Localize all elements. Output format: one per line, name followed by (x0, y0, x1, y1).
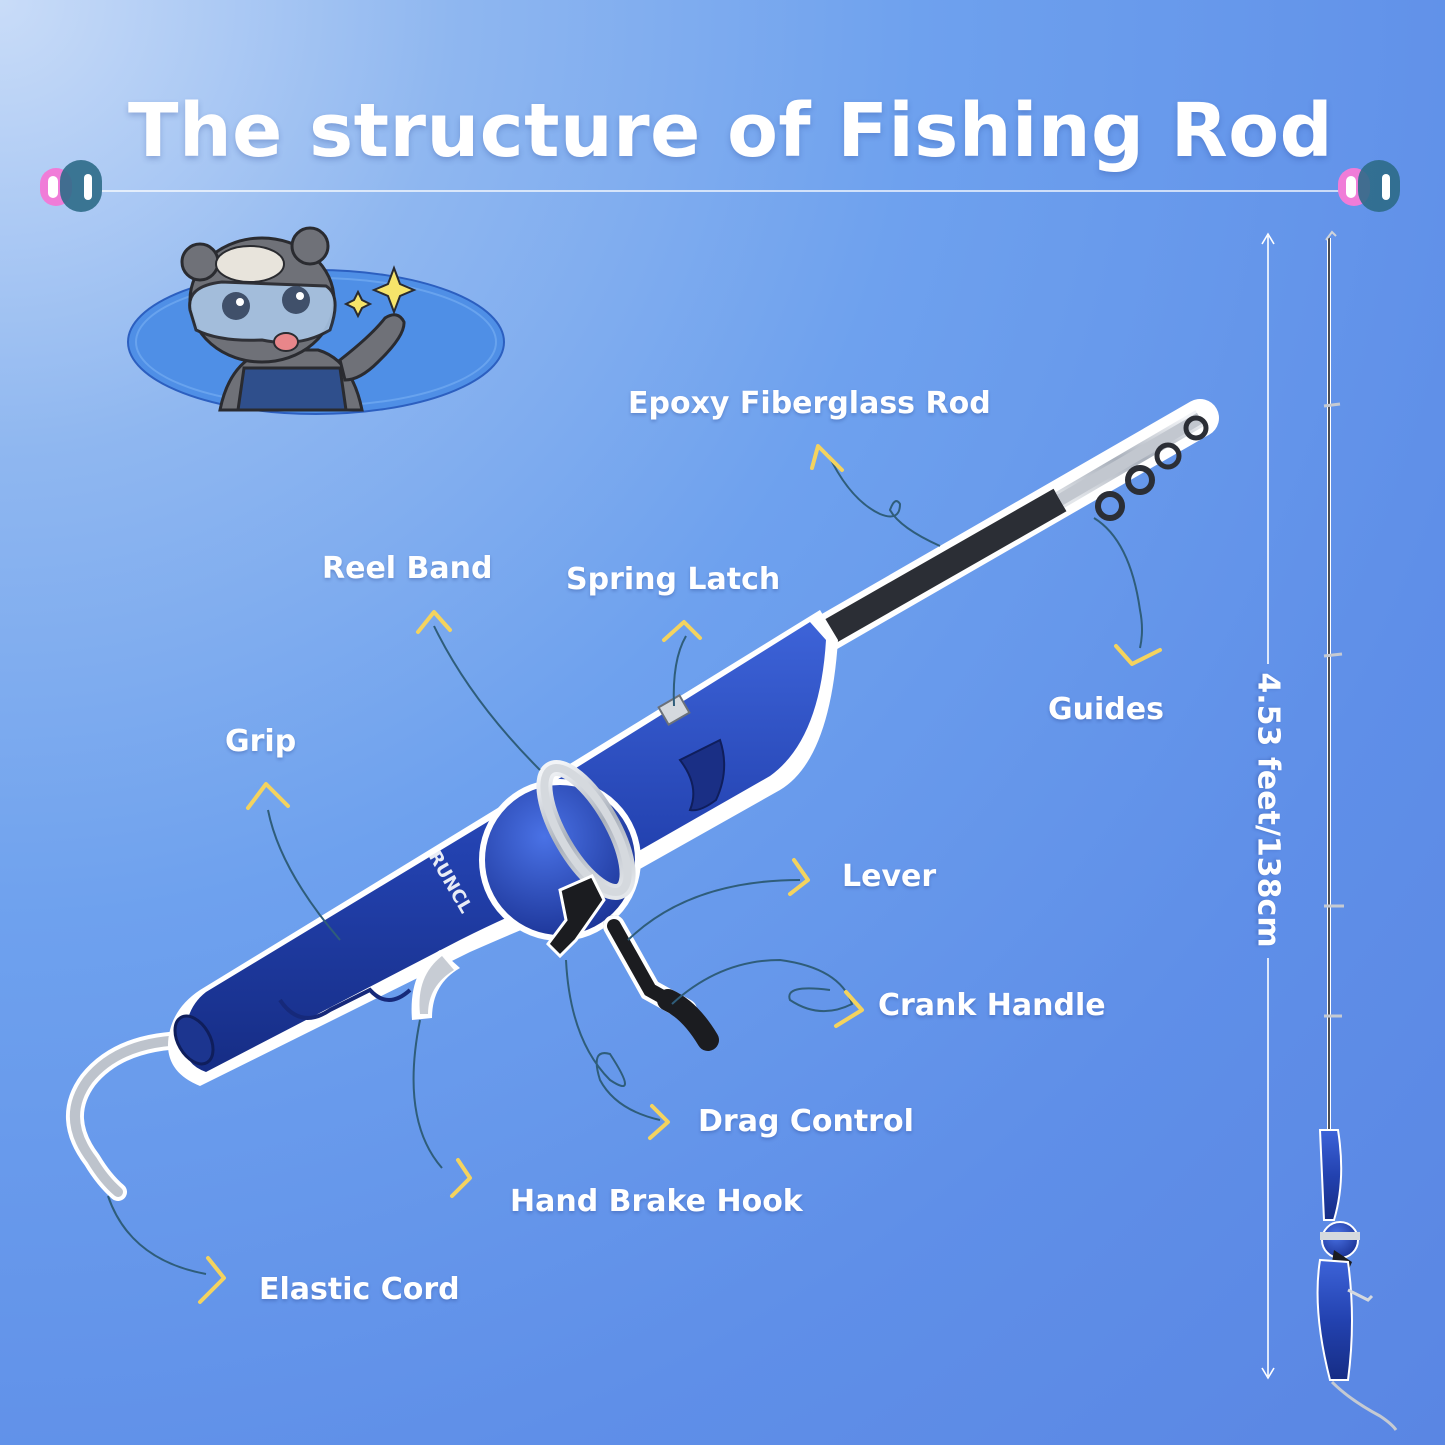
leader-arrowheads (198, 444, 1162, 1304)
leader-brake (412, 1019, 443, 1169)
label-hand-brake-hook: Hand Brake Hook (510, 1184, 803, 1219)
leader-guides (1093, 517, 1143, 649)
label-guides: Guides (1048, 692, 1164, 727)
leader-lever (627, 879, 801, 941)
label-elastic-cord: Elastic Cord (259, 1272, 460, 1307)
leader-cord (107, 1195, 207, 1275)
label-grip: Grip (225, 724, 297, 759)
arrowhead-drag (648, 1104, 670, 1140)
arrow-down-icon (1261, 1367, 1275, 1380)
arrowhead-cord (198, 1256, 226, 1304)
leader-drag (565, 959, 661, 1121)
fishing-rod-illustration: RUNCL (66, 399, 1219, 1201)
arrowhead-reel-band (416, 610, 452, 634)
leader-reel-band (433, 625, 541, 771)
leader-grip (267, 809, 341, 941)
arrow-up-icon (1261, 232, 1275, 245)
arrowhead-grip (246, 782, 290, 810)
mascot-badger (127, 226, 505, 415)
label-reel-band: Reel Band (322, 551, 493, 586)
arrowhead-brake (450, 1158, 472, 1198)
spring-latch-plate (657, 693, 691, 727)
label-drag-control: Drag Control (698, 1104, 914, 1139)
pill-decoration-right (1338, 160, 1400, 212)
full-rod-illustration (1316, 230, 1398, 1431)
rod-length-label: 4.53 feet/138cm (1250, 672, 1286, 948)
rod-guides (1095, 415, 1209, 521)
dimension-line (1261, 232, 1275, 1380)
label-crank-handle: Crank Handle (878, 988, 1106, 1023)
pill-decoration-left (40, 160, 102, 212)
label-spring-latch: Spring Latch (566, 562, 781, 597)
rod-blank (761, 399, 1219, 679)
leader-lines (107, 453, 1143, 1275)
label-epoxy-fiberglass-rod: Epoxy Fiberglass Rod (628, 386, 991, 421)
drag-control-knob (546, 874, 606, 959)
leader-epoxy (827, 453, 941, 547)
arrowhead-crank (834, 990, 864, 1028)
arrowhead-spring-latch (662, 620, 702, 642)
arrowhead-lever (788, 858, 810, 896)
label-lever: Lever (842, 859, 937, 894)
page-title: The structure of Fishing Rod (128, 88, 1334, 174)
arrowhead-guides (1114, 644, 1162, 666)
leader-crank (671, 958, 854, 1013)
title-divider (40, 160, 1400, 212)
leader-spring-latch (672, 635, 687, 707)
arrowhead-epoxy (810, 444, 844, 472)
